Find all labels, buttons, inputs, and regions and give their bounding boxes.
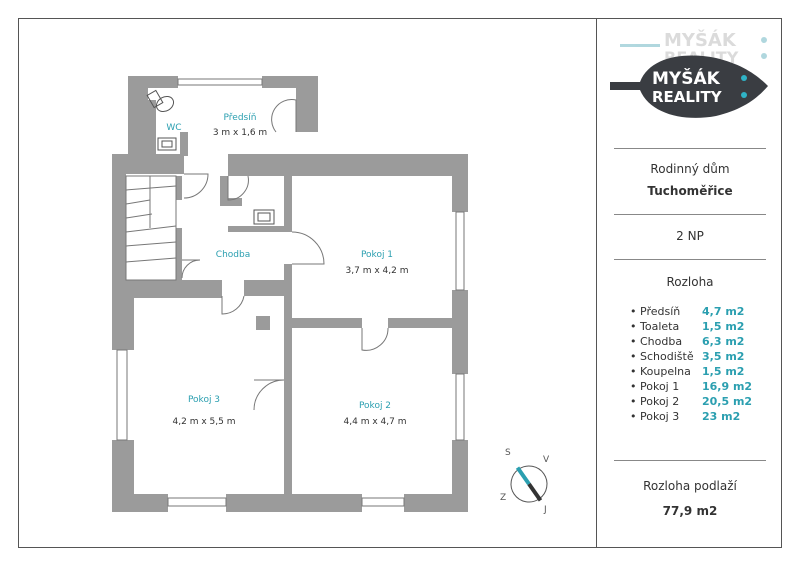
svg-text:MYŠÁK: MYŠÁK xyxy=(664,29,737,51)
logo-dot xyxy=(741,75,747,81)
room-label-pokoj2: Pokoj 2 xyxy=(359,401,391,411)
separator xyxy=(614,214,766,215)
door-pokoj2 xyxy=(361,327,389,351)
wall xyxy=(128,76,178,88)
area-heading: Rozloha xyxy=(666,275,714,289)
room-dims-pokoj1: 3,7 m x 4,2 m xyxy=(346,266,409,276)
floor-label: 2 NP xyxy=(676,229,704,243)
room-label-wc: WC xyxy=(166,123,181,133)
separator xyxy=(614,259,766,260)
sink-icon xyxy=(253,209,275,225)
wall xyxy=(284,264,292,314)
wall xyxy=(112,290,134,350)
windows xyxy=(116,78,465,507)
wall xyxy=(452,154,468,212)
total-heading: Rozloha podlaží xyxy=(643,479,737,493)
wall xyxy=(112,154,184,174)
door-stairs-lower xyxy=(181,259,201,279)
room-dims-pokoj3: 4,2 m x 5,5 m xyxy=(173,417,236,427)
separator xyxy=(614,460,766,461)
doors xyxy=(181,99,389,411)
compass-label-j: J xyxy=(543,505,547,515)
window xyxy=(116,349,128,441)
logo-line1: MYŠÁK xyxy=(652,67,721,89)
door-predsin xyxy=(271,99,297,133)
door-stairs xyxy=(183,173,209,199)
stairs-outline xyxy=(125,175,177,281)
wall xyxy=(388,318,460,328)
property-location: Tuchoměřice xyxy=(647,184,733,198)
room-label-predsin: Předsíň xyxy=(224,112,257,123)
wall xyxy=(220,198,242,206)
door-pokoj1 xyxy=(291,231,325,265)
compass-needle-north-icon xyxy=(515,466,531,486)
wall xyxy=(284,176,292,230)
wall xyxy=(284,306,292,512)
window xyxy=(361,497,405,507)
wall xyxy=(176,228,182,280)
window xyxy=(455,211,465,291)
wall xyxy=(452,290,468,374)
wall xyxy=(112,154,126,304)
window xyxy=(177,78,263,86)
property-type: Rodinný dům xyxy=(650,162,730,176)
wall xyxy=(180,132,188,156)
compass xyxy=(510,465,548,503)
logo-dot xyxy=(741,92,747,98)
wall xyxy=(244,280,292,296)
compass-label-z: Z xyxy=(500,493,506,503)
wall xyxy=(292,318,362,328)
wall xyxy=(112,494,168,512)
panel-divider xyxy=(596,18,597,548)
window xyxy=(167,497,227,507)
window xyxy=(455,373,465,441)
room-label-pokoj1: Pokoj 1 xyxy=(361,250,393,260)
wall xyxy=(228,226,292,232)
logo: MYŠÁK REALITY MYŠÁK REALITY xyxy=(610,29,768,118)
staircase xyxy=(125,175,177,281)
door-pokoj3 xyxy=(221,295,245,315)
separator xyxy=(614,148,766,149)
wall xyxy=(176,176,182,200)
total-value: 77,9 m2 xyxy=(662,504,718,518)
wall xyxy=(296,76,318,132)
wall xyxy=(228,154,468,176)
page-frame xyxy=(18,18,782,548)
door-pokoj3-side xyxy=(253,379,285,411)
toilet-icon xyxy=(146,89,175,113)
room-label-chodba: Chodba xyxy=(216,250,250,260)
floor-plan: WC Předsíň 3 m x 1,6 m Chodba Pokoj 1 3,… xyxy=(112,76,550,515)
room-label-pokoj3: Pokoj 3 xyxy=(188,395,220,405)
drop-logo-icon xyxy=(610,55,768,118)
wall xyxy=(226,494,362,512)
compass-label-v: V xyxy=(543,455,550,465)
wall xyxy=(126,280,222,298)
chimney xyxy=(256,316,270,330)
fixtures xyxy=(146,89,275,225)
wall xyxy=(148,100,156,156)
wall xyxy=(220,176,228,198)
compass-needle-south-icon xyxy=(527,482,543,502)
room-dims-pokoj2: 4,4 m x 4,7 m xyxy=(344,417,407,427)
wall xyxy=(404,494,468,512)
wall xyxy=(128,76,148,156)
walls xyxy=(112,76,468,512)
logo-line2: REALITY xyxy=(652,88,723,106)
wall xyxy=(112,440,134,510)
door-koupelna xyxy=(227,175,249,201)
room-dims-predsin: 3 m x 1,6 m xyxy=(213,128,267,138)
compass-label-s: S xyxy=(505,448,511,458)
sink-icon xyxy=(157,137,177,151)
